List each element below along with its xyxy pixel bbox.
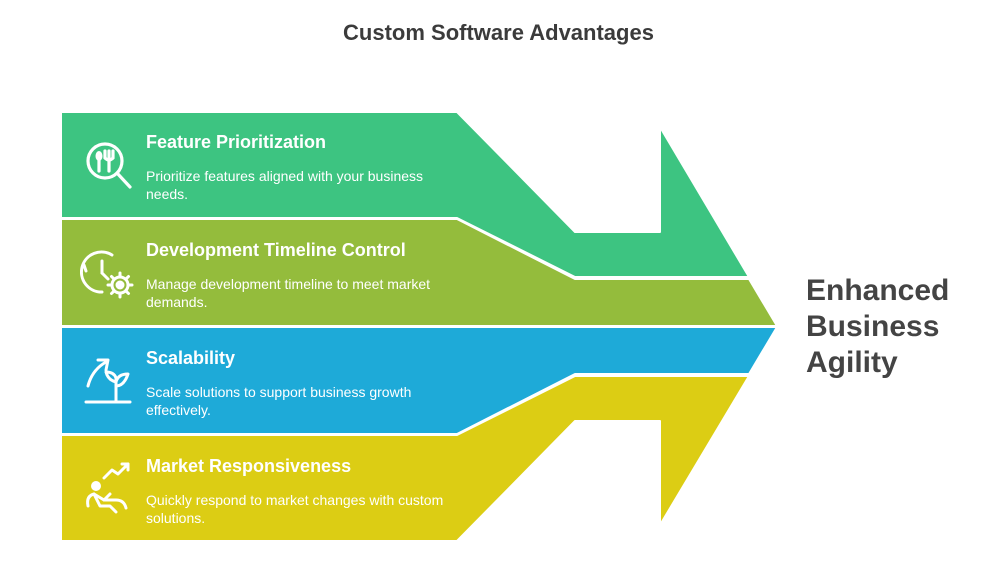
item-scalability: Scalability Scale solutions to support b…: [146, 348, 451, 419]
item-description: Prioritize features aligned with your bu…: [146, 168, 424, 202]
band-market-responsiveness: [60, 375, 750, 542]
item-description: Quickly respond to market changes with c…: [146, 492, 444, 526]
item-title: Scalability: [146, 348, 236, 368]
item-market-responsiveness: Market Responsiveness Quickly respond to…: [146, 456, 451, 527]
growing-plant-icon: [84, 358, 132, 404]
fork-spoon-magnifier-icon: [86, 142, 132, 189]
item-feature-prioritization: Feature Prioritization Prioritize featur…: [146, 132, 451, 203]
item-description: Manage development timeline to meet mark…: [146, 276, 431, 310]
result-label: Enhanced Business Agility: [806, 274, 950, 379]
runner-trend-icon: [86, 462, 130, 514]
item-title: Market Responsiveness: [146, 456, 352, 476]
clock-gear-icon: [80, 250, 134, 299]
item-development-timeline-control: Development Timeline Control Manage deve…: [146, 240, 451, 311]
item-title: Feature Prioritization: [146, 132, 327, 152]
item-title: Development Timeline Control: [146, 240, 406, 260]
item-description: Scale solutions to support business grow…: [146, 384, 412, 418]
diagram-title: Custom Software Advantages: [343, 20, 654, 45]
